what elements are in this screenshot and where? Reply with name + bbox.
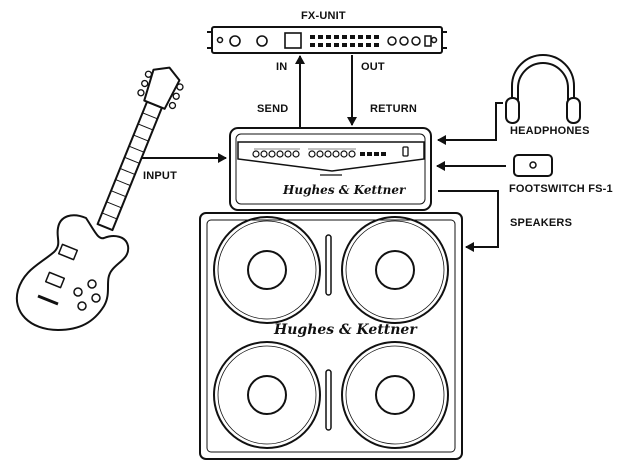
cabinet-brand-logo: Hughes & Kettner xyxy=(274,322,417,338)
fx-unit xyxy=(207,26,447,54)
speakers-label: SPEAKERS xyxy=(510,217,573,229)
speakers-arrow xyxy=(438,190,499,252)
footswitch-icon xyxy=(513,154,553,177)
return-label: RETURN xyxy=(370,103,418,115)
speaker-top-left xyxy=(213,216,321,324)
fx-unit-title: FX-UNIT xyxy=(301,10,346,22)
amp-head xyxy=(229,127,432,211)
send-label: SEND xyxy=(257,103,289,115)
input-label: INPUT xyxy=(143,170,177,182)
amp-brand-logo: Hughes & Kettner xyxy=(283,183,406,197)
fx-out-label: OUT xyxy=(361,61,385,73)
footswitch-label: FOOTSWITCH FS-1 xyxy=(509,183,613,195)
speaker-bottom-right xyxy=(341,341,449,449)
speaker-cabinet xyxy=(199,212,463,460)
speaker-top-right xyxy=(341,216,449,324)
fx-in-label: IN xyxy=(276,61,288,73)
headphones-arrow xyxy=(437,102,503,145)
guitar-icon xyxy=(15,66,184,331)
headphones-icon xyxy=(505,54,581,124)
speaker-bottom-left xyxy=(213,341,321,449)
headphones-label: HEADPHONES xyxy=(510,125,590,137)
